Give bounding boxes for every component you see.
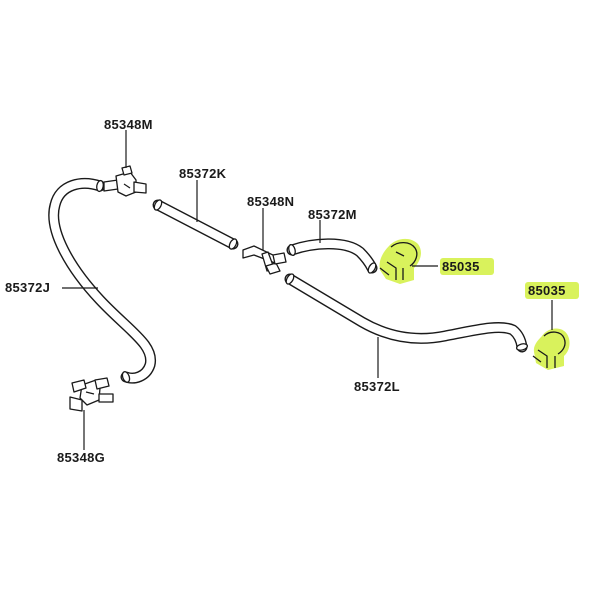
label-85372M: 85372M (308, 207, 357, 222)
nozzle-85035-right[interactable] (532, 328, 570, 370)
label-highlight-85035-right (525, 282, 579, 299)
connector-85348G[interactable] (69, 377, 114, 412)
hose-85372L[interactable] (284, 273, 529, 353)
nozzle-85035-top[interactable] (379, 238, 421, 284)
label-85348N: 85348N (247, 194, 294, 209)
hose-85372K[interactable] (152, 199, 239, 251)
label-85372K: 85372K (179, 166, 227, 181)
hose-85372M[interactable] (286, 238, 378, 274)
label-85348G: 85348G (57, 450, 105, 465)
connector-85348M[interactable] (103, 165, 147, 197)
label-85035-top: 85035 (442, 259, 480, 274)
hose-85372J[interactable] (48, 177, 157, 384)
leader-lines (62, 130, 553, 450)
label-85372J: 85372J (5, 280, 50, 295)
label-85035-right: 85035 (528, 283, 566, 298)
connector-85348N[interactable] (242, 245, 287, 275)
label-85372L: 85372L (354, 379, 400, 394)
label-highlight-85035-top (440, 258, 494, 275)
label-85348M: 85348M (104, 117, 153, 132)
